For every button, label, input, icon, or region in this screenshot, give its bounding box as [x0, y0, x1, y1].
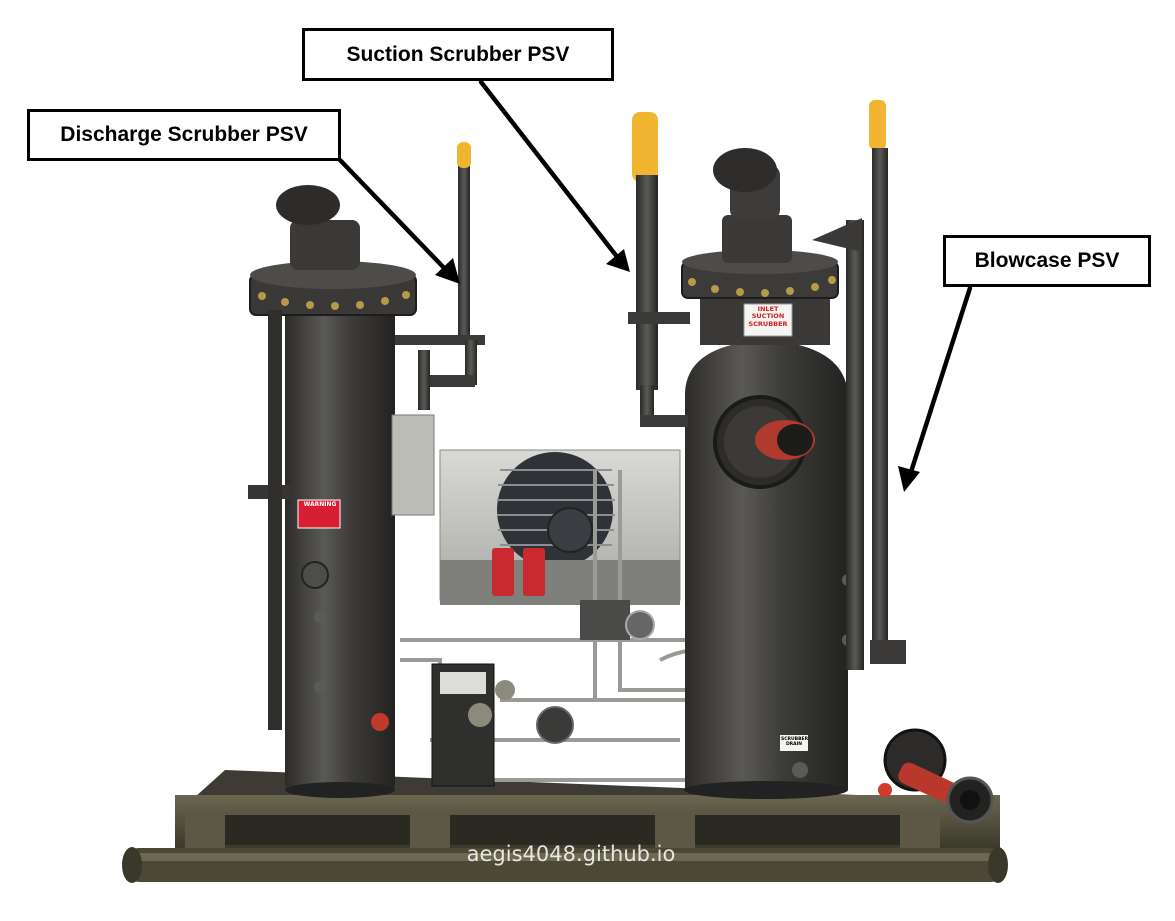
discharge-arrowhead: [435, 258, 460, 284]
callout-arrows: [337, 79, 973, 478]
suction-scrubber-psv-label: Suction Scrubber PSV: [302, 28, 614, 81]
arrow-heads: [435, 249, 920, 492]
discharge-psv-pipe: [391, 142, 485, 516]
suction-scrubber-vessel: [681, 148, 854, 799]
discharge-scrubber-vessel: [248, 185, 417, 798]
skid-base: [122, 770, 1008, 883]
suction-arrow: [478, 79, 621, 261]
inlet-suction-scrubber-label: INLET SUCTION SCRUBBER: [748, 305, 788, 328]
outlet-nozzle: [878, 728, 994, 824]
suction-arrowhead: [606, 249, 630, 272]
cooler-radiator: [439, 449, 681, 605]
watermark-text: aegis4048.github.io: [466, 842, 676, 866]
blowcase-psv-label: Blowcase PSV: [943, 235, 1151, 287]
warning-label: WARNING: [303, 501, 337, 508]
blowcase-arrow: [907, 285, 973, 478]
blowcase-psv-pipe: [812, 100, 906, 670]
blowcase-arrowhead: [898, 466, 920, 492]
suction-psv-pipe: [628, 112, 690, 427]
discharge-scrubber-psv-label: Discharge Scrubber PSV: [27, 109, 341, 161]
discharge-arrow: [337, 157, 451, 275]
red-filters: [492, 548, 545, 596]
scrubber-drain-label: SCRUBBER DRAIN: [781, 737, 809, 748]
